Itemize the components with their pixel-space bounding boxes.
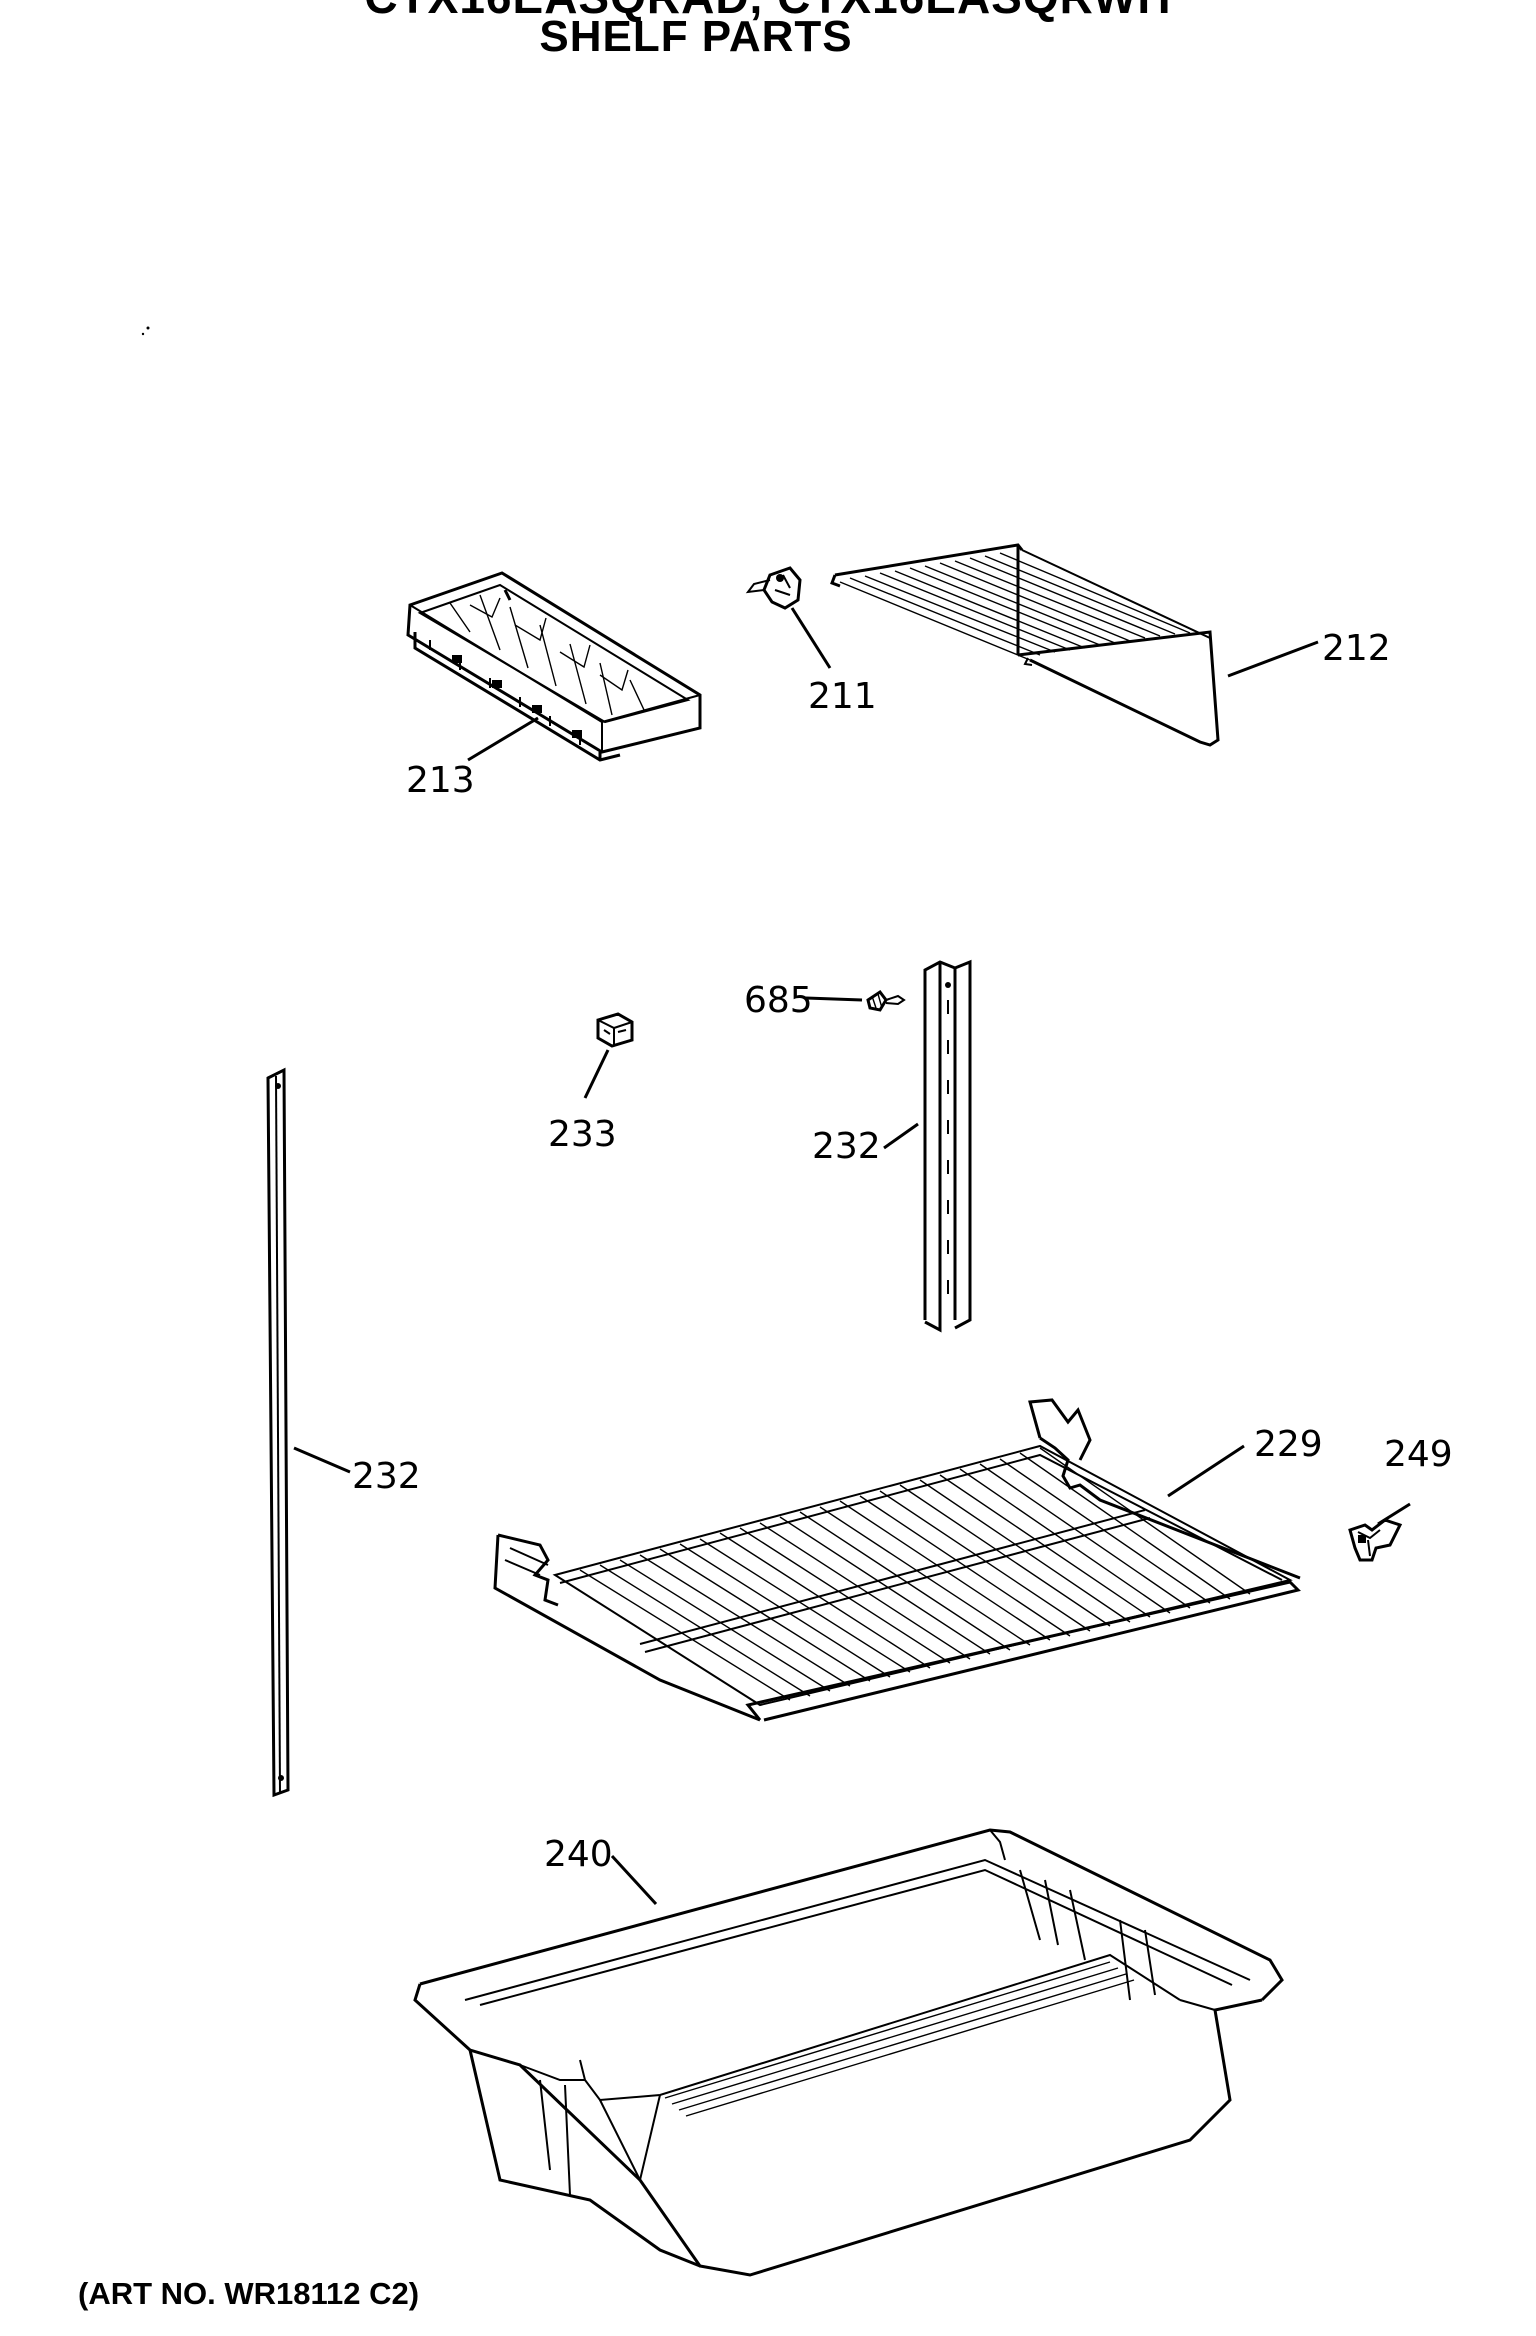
leader-232-left xyxy=(293,1446,351,1474)
bracket-part-249 xyxy=(1348,1518,1403,1562)
leader-232-right xyxy=(883,1122,919,1150)
wire-shelf-part-212 xyxy=(830,543,1220,747)
callout-233: 233 xyxy=(548,1114,617,1155)
leader-685 xyxy=(805,996,863,1002)
page-title-cut: CTX16EASQRAD, CTX16EASQRWH xyxy=(0,0,1536,24)
callout-685: 685 xyxy=(744,980,813,1021)
page-title: SHELF PARTS xyxy=(539,12,853,61)
screw-part-685 xyxy=(866,989,906,1012)
callout-213: 213 xyxy=(406,760,475,801)
shelf-rail-part-232-left xyxy=(266,1067,290,1798)
leader-240 xyxy=(610,1854,658,1906)
callout-211: 211 xyxy=(808,676,877,717)
leader-211 xyxy=(790,607,832,669)
leader-249 xyxy=(1377,1502,1411,1526)
clip-part-233 xyxy=(596,1012,634,1048)
ice-tray-part-213 xyxy=(406,571,702,762)
callout-249: 249 xyxy=(1384,1434,1453,1475)
callout-212: 212 xyxy=(1322,628,1391,669)
leader-233 xyxy=(583,1049,610,1099)
scan-speck xyxy=(141,326,150,336)
leader-213 xyxy=(467,716,539,762)
art-number: (ART NO. WR18112 C2) xyxy=(78,2276,420,2311)
callout-232-right: 232 xyxy=(812,1126,881,1167)
crisper-pan-part-240 xyxy=(413,1828,1284,2277)
callout-240: 240 xyxy=(544,1834,613,1875)
shelf-stop-part-211 xyxy=(745,566,802,610)
shelf-rail-part-232-right xyxy=(923,959,972,1333)
callout-232-left: 232 xyxy=(352,1456,421,1497)
shelf-part-229 xyxy=(493,1398,1301,1722)
leader-212 xyxy=(1227,640,1319,678)
leader-229 xyxy=(1167,1444,1245,1498)
callout-229: 229 xyxy=(1254,1424,1323,1465)
